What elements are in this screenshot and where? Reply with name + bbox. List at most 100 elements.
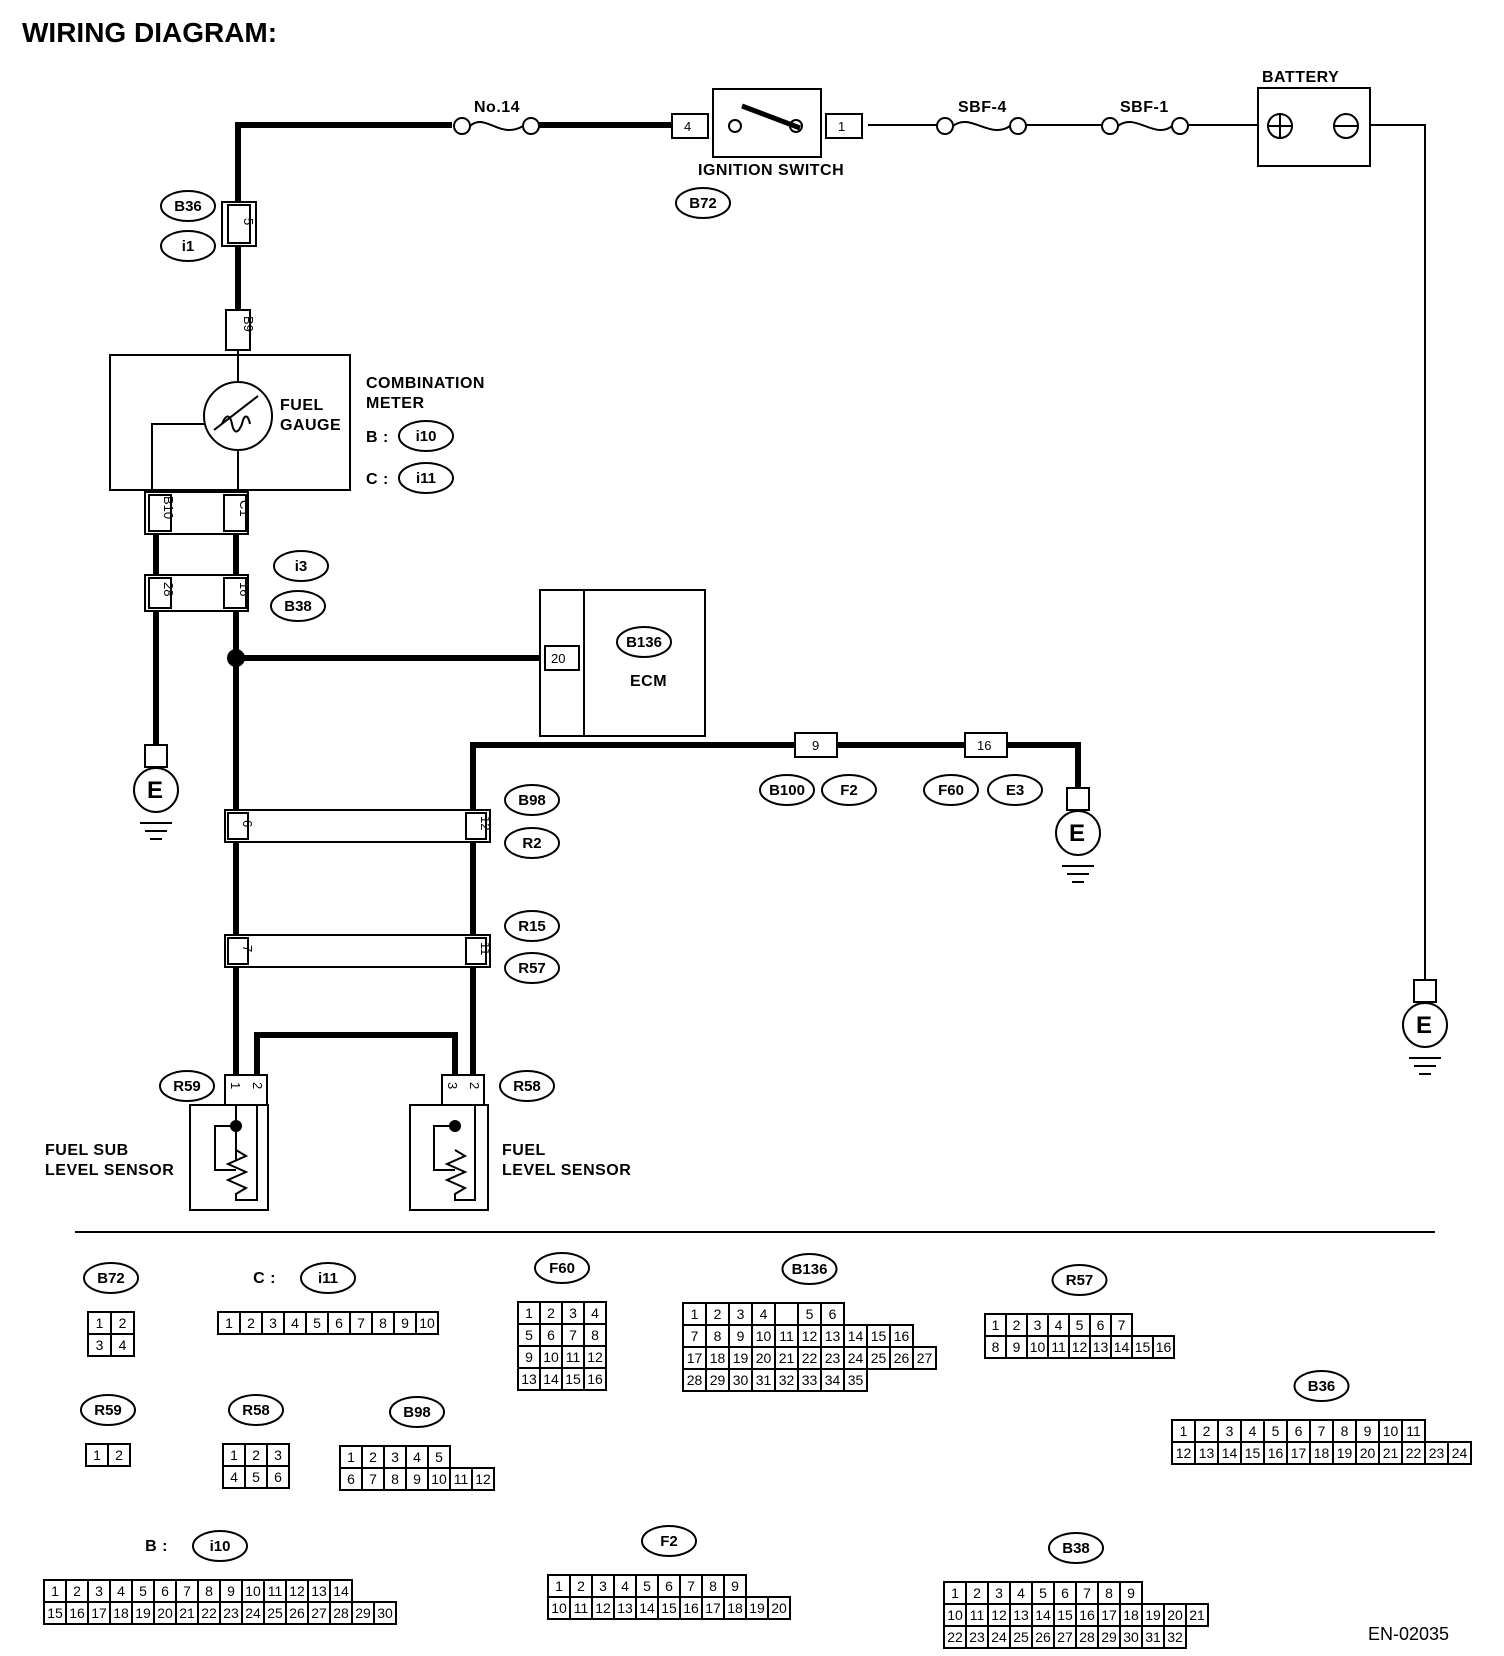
fuel-sub-sensor-label-1: FUEL SUB [45,1142,129,1159]
fuel-level-sensor: 3 2 FUEL LEVEL SENSOR [409,1074,631,1211]
connector-oval-f60: F60 [923,774,979,806]
legend-pin: 10 [756,1328,772,1344]
ignition-switch: 4 1 IGNITION SWITCH [671,88,863,179]
legend-pin: 6 [1295,1423,1303,1439]
legend-pin: 16 [587,1371,603,1387]
ign-pin-out: 1 [838,119,845,134]
legend-pin: 14 [639,1600,655,1616]
legend-pin: 1 [93,1447,101,1463]
legend-pin: 8 [379,1315,387,1331]
legend-pin: 10 [245,1583,261,1599]
legend-pin: 2 [547,1305,555,1321]
legend-connector-label: R58 [242,1402,270,1419]
legend-pin: 4 [230,1469,238,1485]
legend-pin: 9 [227,1583,235,1599]
connector-oval-b100: B100 [759,774,815,806]
legend-pin: 4 [119,1337,127,1353]
svg-text:B10: B10 [161,496,176,519]
legend-pin: 12 [587,1349,603,1365]
legend-pin: 2 [577,1578,585,1594]
connector-oval-label: R59 [173,1078,201,1095]
legend-pin: 10 [431,1471,447,1487]
legend-pin: 21 [179,1605,195,1621]
legend-connector-label: B38 [1062,1540,1090,1557]
svg-text:2: 2 [250,1082,265,1089]
connector-oval-label: i1 [182,238,195,255]
connector-oval-label: i3 [295,558,308,575]
legend-connector-label: F2 [660,1533,678,1550]
legend-pin: 19 [135,1605,151,1621]
legend-pin: 9 [1364,1423,1372,1439]
legend-pin: 7 [1318,1423,1326,1439]
legend-pin: 13 [1199,1445,1215,1461]
legend-pin: 24 [245,1605,261,1621]
connector-oval-label: R15 [518,918,546,935]
svg-text:20: 20 [551,651,565,666]
legend-pin: 17 [1291,1445,1307,1461]
fuel-sub-level-sensor: 1 2 FUEL SUB LEVEL SENSOR [45,1074,269,1211]
connector-oval-b136: B136 [616,626,672,658]
connector-oval-label: B72 [689,195,717,212]
legend-connector-label: B36 [1308,1378,1336,1395]
legend-pin: 20 [1360,1445,1376,1461]
legend-pin: 3 [391,1449,399,1465]
connector-oval-e3: E3 [987,774,1043,806]
legend-pin: 35 [848,1372,864,1388]
connector-oval-label: B36 [174,198,202,215]
connector-oval-label: i10 [416,428,437,445]
legend-pin: 16 [894,1328,910,1344]
svg-text:16: 16 [237,582,252,596]
legend-pin: 30 [733,1372,749,1388]
legend-pin: 19 [1337,1445,1353,1461]
wires [153,122,1426,1075]
legend-pin: 23 [1429,1445,1445,1461]
legend-pin: 22 [802,1350,818,1366]
legend-pin: 6 [335,1315,343,1331]
legend-pin: 30 [377,1605,393,1621]
legend-pin: 18 [1123,1607,1139,1623]
legend-pin: 5 [313,1315,321,1331]
legend-pin: 29 [710,1372,726,1388]
connector-oval-b98: B98 [504,784,560,816]
legend-pin: 21 [1189,1607,1205,1623]
svg-text:2: 2 [467,1082,482,1089]
fuel-sensor-label-2: LEVEL SENSOR [502,1162,631,1179]
legend-pin: 4 [117,1583,125,1599]
legend-pin: 5 [806,1306,814,1322]
legend-pin: 1 [1180,1423,1188,1439]
legend-pin: 11 [454,1471,469,1487]
legend-pin: 5 [139,1583,147,1599]
legend-pin: 16 [1156,1339,1172,1355]
legend-pin: 16 [69,1605,85,1621]
svg-text:C1: C1 [237,500,252,517]
legend-pin: 30 [1123,1629,1139,1645]
legend-pin: 28 [687,1372,703,1388]
legend-pin: 11 [1406,1423,1421,1439]
legend-pin: 6 [1061,1585,1069,1601]
fuel-gauge-label-1: FUEL [280,397,324,414]
legend-pin: 2 [973,1585,981,1601]
legend-pin: 9 [1013,1339,1021,1355]
legend-pin: 12 [1176,1445,1192,1461]
connector-i3-b38: 28 16 [144,574,252,612]
svg-text:12: 12 [478,816,493,830]
legend-pin: 17 [1101,1607,1117,1623]
fuse-sbf4-label: SBF-4 [958,99,1007,116]
legend-pin: 7 [357,1315,365,1331]
legend-pin: 23 [825,1350,841,1366]
legend-pin: 34 [825,1372,841,1388]
legend-pin: 3 [1034,1317,1042,1333]
legend-pin: 15 [1135,1339,1151,1355]
legend-pin: 4 [291,1315,299,1331]
legend-pin: 8 [205,1583,213,1599]
legend-connector-prefix: C : [253,1270,276,1287]
legend-pin: 6 [274,1469,282,1485]
legend-pin: 5 [1039,1585,1047,1601]
legend-pin: 18 [710,1350,726,1366]
ecm: 20 ECM [539,589,706,737]
connector-b98-r2: 6 12 [224,809,493,843]
legend-pin: 32 [1167,1629,1183,1645]
